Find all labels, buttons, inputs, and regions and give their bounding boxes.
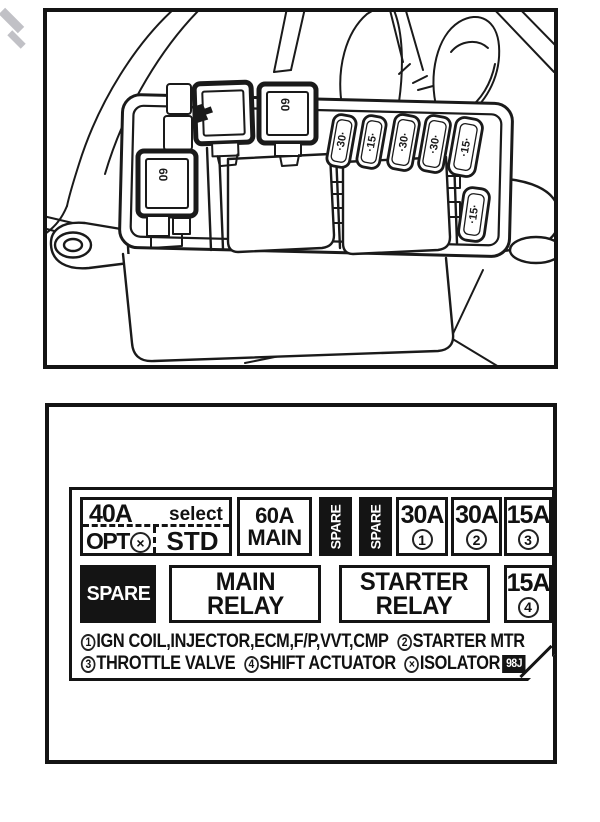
fuse-30-3: ·30· (417, 114, 452, 174)
fuse-30-1: ·30· (325, 113, 358, 169)
illustration-panel: 60 60 ·30· ·15· (43, 8, 558, 369)
relay-b-mark: 60 (278, 98, 292, 112)
circled-2: 2 (466, 529, 487, 550)
circled-2: 2 (397, 634, 412, 651)
spare-fuse-horizontal: SPARE (80, 565, 156, 623)
fuse-60a-amp: 60A (255, 502, 294, 528)
fuse-40a-amp: 40A (89, 500, 132, 528)
left-tab-hole (53, 231, 93, 259)
circled-4: 4 (244, 656, 259, 673)
right-tab-hole (508, 235, 554, 265)
fuse-30a-2-box: 30A 2 (451, 497, 502, 556)
std-label: STD (166, 526, 219, 556)
relay-socket-2 (341, 155, 452, 256)
main-relay-box: MAIN RELAY (169, 565, 321, 623)
relay-b: 60 (256, 81, 319, 167)
starter-relay-box: STARTER RELAY (339, 565, 490, 623)
isolator-symbol: × (130, 532, 151, 553)
dashed-divider (83, 524, 229, 527)
fuse-15-3: ·15· (457, 186, 491, 243)
legend-item-isolator: ×ISOLATOR 98J (404, 653, 526, 675)
fuse-15-1: ·15· (355, 114, 388, 170)
relay-a-mark (191, 103, 213, 123)
svg-text:·15·: ·15· (458, 136, 473, 157)
circled-3: 3 (518, 529, 539, 550)
page-corner-mark (7, 30, 26, 49)
code-badge: 98J (503, 655, 526, 673)
relay-a (191, 79, 256, 168)
fuse-60a-name: MAIN (247, 524, 302, 550)
circled-x-icon: × (404, 656, 419, 673)
box-lower-body (121, 252, 455, 363)
fusebox-illustration: 60 60 ·30· ·15· (47, 12, 554, 365)
svg-text:·30·: ·30· (334, 130, 349, 151)
circled-3: 3 (81, 656, 96, 673)
dashed-divider-vertical (153, 527, 156, 553)
fuse-15-2: ·15· (447, 116, 484, 178)
svg-text:·30·: ·30· (427, 133, 442, 154)
spare-fuse-vertical-1: SPARE (319, 497, 352, 556)
relay-socket-1 (226, 152, 336, 254)
spare-fuse-vertical-2: SPARE (359, 497, 392, 556)
relay-c: 60 (135, 148, 199, 249)
circled-4: 4 (518, 597, 539, 618)
fuse-30-2: ·30· (386, 113, 421, 172)
relay-c-mark: 60 (156, 168, 170, 182)
fuse-row: ·30· ·15· ·30· ·30· ·15· (325, 113, 491, 243)
fuse-box-label: 40A select OPT × STD 60A MAIN SPARE SPAR… (69, 487, 555, 681)
fuse-40a-select-box: 40A select OPT × STD (80, 497, 232, 556)
opt-label: OPT (86, 528, 129, 554)
circled-1: 1 (412, 529, 433, 550)
label-panel: 40A select OPT × STD 60A MAIN SPARE SPAR… (45, 403, 557, 764)
fuse-15a-4-box: 15A 4 (504, 565, 552, 623)
select-label: select (169, 504, 223, 525)
fuse-15a-3-box: 15A 3 (504, 497, 552, 556)
fuse-30a-1-box: 30A 1 (396, 497, 448, 556)
svg-text:·15·: ·15· (467, 203, 482, 224)
circled-1: 1 (81, 634, 96, 651)
svg-text:·30·: ·30· (396, 131, 411, 152)
svg-text:·15·: ·15· (364, 131, 379, 152)
fuse-60a-main-box: 60A MAIN (237, 497, 312, 556)
